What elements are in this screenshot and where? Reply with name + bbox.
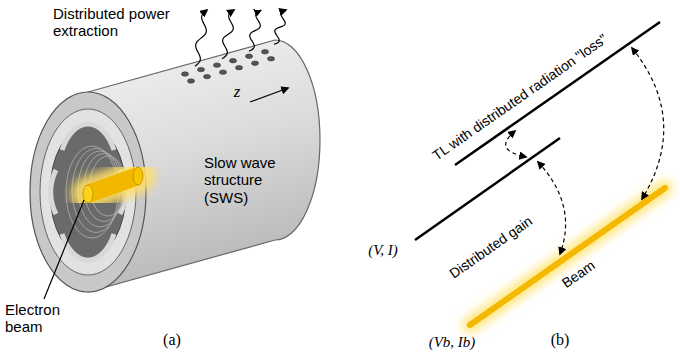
- line-label: TL with distributed radiation "loss": [430, 30, 611, 163]
- hole: [252, 61, 259, 65]
- beam-end: [133, 167, 143, 185]
- line-label: Beam: [558, 257, 597, 291]
- front-face: [30, 92, 146, 292]
- hole: [246, 54, 253, 58]
- power-arrows: [195, 10, 286, 66]
- line-label: Distributed gain: [445, 211, 537, 282]
- hole: [188, 79, 195, 83]
- part-label: Slow wave structure (SWS): [204, 154, 300, 206]
- panel-label: (b): [551, 331, 570, 349]
- hole: [262, 50, 269, 54]
- wavy-arrow: [195, 10, 207, 66]
- hole: [268, 57, 275, 61]
- hole: [230, 58, 237, 62]
- beam-line: [470, 188, 665, 325]
- coupling-arrow: [632, 48, 664, 199]
- beam-glow: [470, 188, 665, 325]
- leader-line: [44, 200, 84, 299]
- tl-line: [455, 22, 660, 165]
- callout-text: Distributed power extraction: [53, 5, 183, 40]
- hole: [198, 67, 205, 71]
- hole: [204, 74, 211, 78]
- axis-label: z: [234, 82, 241, 102]
- wavy-arrow: [249, 10, 261, 51]
- hole: [236, 65, 243, 69]
- panel-label: (a): [163, 331, 181, 349]
- part-label: Electron beam: [5, 301, 85, 336]
- hole: [182, 72, 189, 76]
- coupling-arrow: [538, 162, 566, 254]
- wavy-arrow: [274, 10, 286, 44]
- hole: [214, 63, 221, 67]
- beam-glow: [88, 176, 138, 194]
- slow-wave-structure: [30, 40, 320, 299]
- vane: [51, 170, 56, 214]
- signal-label: (V, I): [368, 242, 398, 259]
- electron-beam: [88, 176, 138, 194]
- z-axis-arrow: [250, 88, 288, 102]
- signal-label: (Vb, Ib): [429, 334, 476, 351]
- coupling-arrow: [506, 131, 526, 157]
- wavy-arrow: [222, 10, 234, 59]
- hole: [220, 70, 227, 74]
